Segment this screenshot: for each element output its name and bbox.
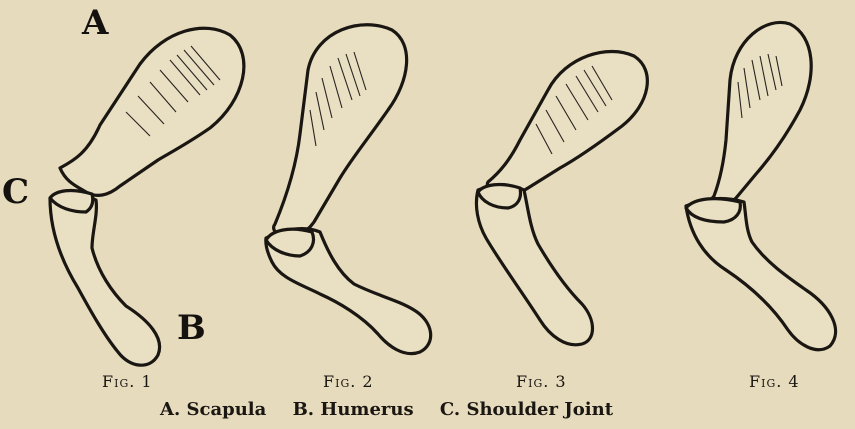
fig4-scapula	[711, 22, 811, 206]
fig3-humerus	[476, 186, 592, 345]
legend: A. Scapula B. Humerus C. Shoulder Joint	[160, 399, 720, 420]
label-humerus-letter: B	[177, 311, 206, 345]
legend-scapula: A. Scapula	[160, 399, 266, 420]
fig1-humerus	[50, 194, 160, 365]
fig2-scapula	[274, 25, 407, 238]
label-joint-letter: C	[2, 175, 29, 209]
figure-1-bones	[50, 28, 244, 365]
label-scapula-letter: A	[82, 6, 108, 40]
figure-3-bones	[476, 51, 647, 344]
figure-2-bones	[266, 25, 431, 354]
figure-1-caption: Fig. 1	[102, 372, 153, 391]
legend-humerus: B. Humerus	[293, 399, 414, 420]
legend-joint: C. Shoulder Joint	[440, 399, 613, 420]
figure-3-caption: Fig. 3	[516, 372, 567, 391]
figure-4-bones	[686, 22, 836, 349]
figure-4-caption: Fig. 4	[749, 372, 800, 391]
figure-2-caption: Fig. 2	[323, 372, 374, 391]
fig3-scapula	[487, 51, 647, 196]
